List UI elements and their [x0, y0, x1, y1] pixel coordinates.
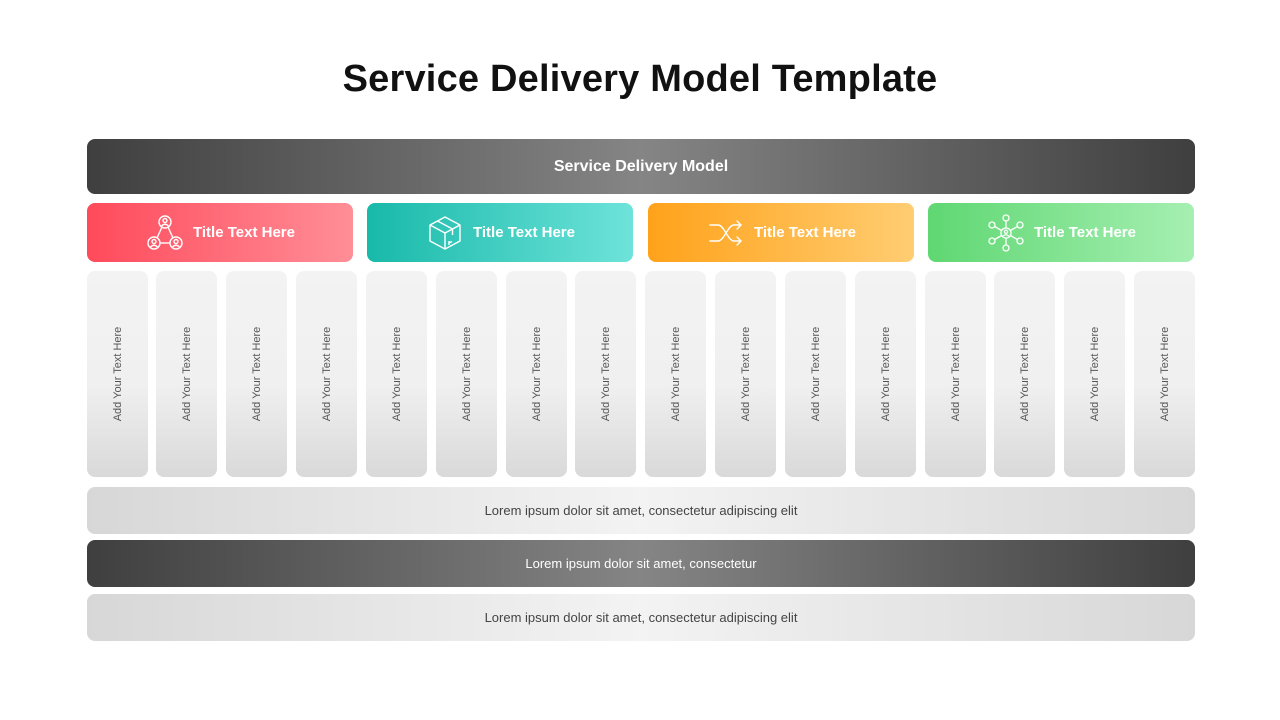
summary-row-2: Lorem ipsum dolor sit amet, consectetur [87, 540, 1195, 587]
model-header-bar: Service Delivery Model [87, 139, 1195, 194]
column-text: Add Your Text Here [599, 326, 612, 422]
text-column-16: Add Your Text Here [1134, 271, 1195, 477]
category-card-1: Title Text Here [87, 203, 353, 262]
text-column-5: Add Your Text Here [366, 271, 427, 477]
column-text: Add Your Text Here [390, 326, 403, 422]
text-column-3: Add Your Text Here [226, 271, 287, 477]
text-column-8: Add Your Text Here [575, 271, 636, 477]
column-text: Add Your Text Here [879, 326, 892, 422]
summary-row-text: Lorem ipsum dolor sit amet, consectetur … [484, 503, 798, 518]
people-network-icon [147, 214, 183, 250]
column-text: Add Your Text Here [669, 326, 682, 422]
text-column-15: Add Your Text Here [1064, 271, 1125, 477]
column-text: Add Your Text Here [809, 326, 822, 422]
column-text: Add Your Text Here [530, 326, 543, 422]
column-text: Add Your Text Here [739, 326, 752, 422]
box-icon [429, 215, 461, 250]
text-column-9: Add Your Text Here [645, 271, 706, 477]
summary-row-text: Lorem ipsum dolor sit amet, consectetur … [484, 610, 798, 625]
text-column-2: Add Your Text Here [156, 271, 217, 477]
column-text: Add Your Text Here [180, 326, 193, 422]
text-column-11: Add Your Text Here [785, 271, 846, 477]
summary-row-text: Lorem ipsum dolor sit amet, consectetur [525, 556, 757, 571]
text-column-13: Add Your Text Here [925, 271, 986, 477]
page-title: Service Delivery Model Template [342, 58, 938, 100]
column-text: Add Your Text Here [949, 326, 962, 422]
column-text: Add Your Text Here [320, 326, 333, 422]
category-card-2: Title Text Here [367, 203, 633, 262]
text-column-12: Add Your Text Here [855, 271, 916, 477]
column-text: Add Your Text Here [250, 326, 263, 422]
column-text: Add Your Text Here [1018, 326, 1031, 422]
text-column-7: Add Your Text Here [506, 271, 567, 477]
text-column-4: Add Your Text Here [296, 271, 357, 477]
summary-row-3: Lorem ipsum dolor sit amet, consectetur … [87, 594, 1195, 641]
column-text: Add Your Text Here [460, 326, 473, 422]
category-title-2: Title Text Here [473, 224, 575, 241]
column-text: Add Your Text Here [1088, 326, 1101, 422]
text-column-14: Add Your Text Here [994, 271, 1055, 477]
category-title-1: Title Text Here [193, 224, 295, 241]
summary-row-1: Lorem ipsum dolor sit amet, consectetur … [87, 487, 1195, 534]
model-header-label: Service Delivery Model [553, 157, 729, 175]
hub-network-icon [988, 213, 1024, 252]
category-title-4: Title Text Here [1034, 224, 1136, 241]
shuffle-icon [709, 219, 742, 246]
category-card-4: Title Text Here [928, 203, 1194, 262]
text-column-1: Add Your Text Here [87, 271, 148, 477]
category-title-3: Title Text Here [754, 224, 856, 241]
column-text: Add Your Text Here [111, 326, 124, 422]
column-text: Add Your Text Here [1158, 326, 1171, 422]
text-column-6: Add Your Text Here [436, 271, 497, 477]
category-card-3: Title Text Here [648, 203, 914, 262]
text-column-10: Add Your Text Here [715, 271, 776, 477]
